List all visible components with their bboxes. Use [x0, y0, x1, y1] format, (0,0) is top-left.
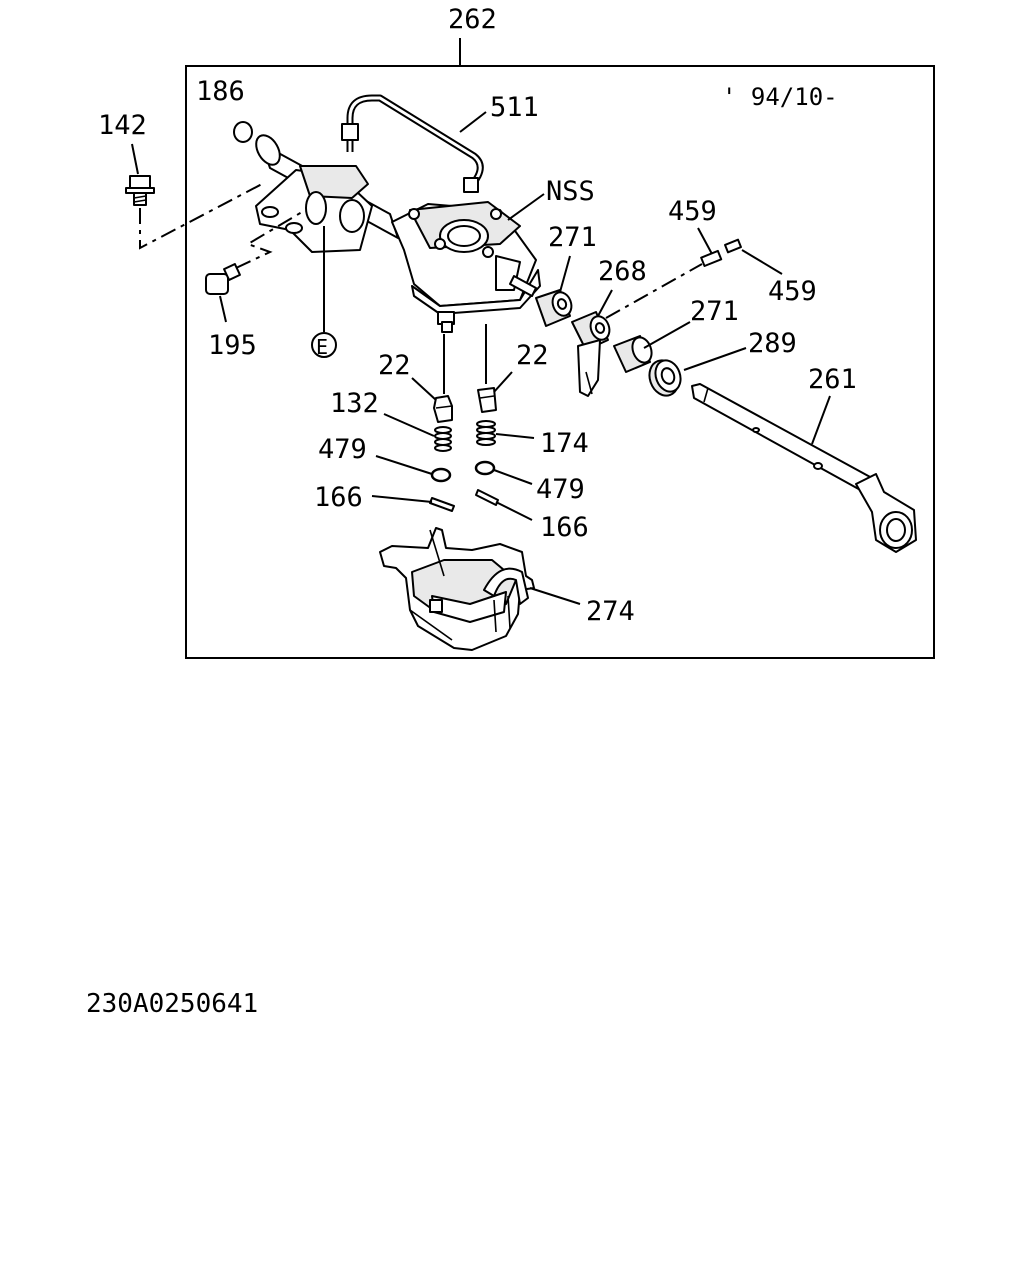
leader-261 [811, 395, 831, 445]
leader-166-left [371, 495, 433, 503]
spring-132 [434, 426, 452, 452]
callout-274: 274 [586, 596, 635, 627]
housing-nss [255, 134, 541, 333]
shaft-261 [691, 383, 917, 553]
pin-459-right [724, 238, 742, 254]
leader-459-right [741, 249, 783, 275]
leader-195 [219, 295, 227, 323]
plunger-22-right [477, 387, 497, 413]
assembly-line-459 [605, 263, 703, 319]
callout-479-left: 479 [318, 434, 367, 465]
o-ring-479-left [430, 467, 452, 483]
bolt-195 [205, 263, 241, 295]
callout-271-upper: 271 [548, 222, 597, 253]
leader-274 [529, 587, 581, 605]
callout-142: 142 [98, 110, 147, 141]
bush-271-upper [535, 289, 573, 327]
assembly-line-142 [139, 183, 263, 250]
callout-261: 261 [808, 364, 857, 395]
spring-174 [476, 420, 496, 446]
callout-459-left: 459 [668, 196, 717, 227]
circle-marker-e [311, 332, 337, 358]
leader-268 [597, 289, 613, 317]
callout-22-right: 22 [516, 340, 549, 371]
leader-511 [459, 111, 487, 133]
callout-22-left: 22 [378, 350, 411, 381]
document-code: 230A0250641 [86, 989, 258, 1019]
bolt-142 [125, 175, 155, 206]
assembly-label: 262 [448, 4, 497, 35]
leader-479-left [375, 455, 433, 475]
pipe-511 [341, 94, 484, 193]
o-ring-479-right [474, 460, 496, 476]
callout-511: 511 [490, 92, 539, 123]
pin-166-right [475, 489, 499, 506]
callout-195: 195 [208, 330, 257, 361]
bush-271-lower [613, 335, 653, 373]
cap-186 [233, 121, 253, 143]
callout-nss: NSS [546, 176, 595, 207]
pin-459-left [700, 249, 723, 268]
callout-268: 268 [598, 256, 647, 287]
effectivity-note: ' 94/10- [722, 83, 838, 111]
callout-271-lower: 271 [690, 296, 739, 327]
leader-271-upper [559, 255, 571, 293]
callout-166-right: 166 [540, 512, 589, 543]
assembly-frame [185, 65, 935, 659]
callout-186: 186 [196, 76, 245, 107]
circle-marker-label: E [316, 335, 328, 359]
seal-289 [648, 359, 682, 397]
leader-459-left [697, 227, 713, 255]
callout-174: 174 [540, 428, 589, 459]
callout-166-left: 166 [314, 482, 363, 513]
plunger-22-left [433, 395, 453, 423]
leader-142 [131, 143, 139, 175]
callout-289: 289 [748, 328, 797, 359]
lever-268 [571, 311, 611, 397]
callout-479-right: 479 [536, 474, 585, 505]
leader-166-right [495, 501, 533, 521]
callout-132: 132 [330, 388, 379, 419]
pin-166-left [429, 497, 455, 512]
callout-459-right: 459 [768, 276, 817, 307]
leader-nss [507, 193, 545, 221]
leader-132 [383, 413, 435, 437]
leader-479-right [493, 469, 533, 485]
boot-274 [379, 527, 535, 651]
leader-289 [683, 347, 747, 371]
leader-174 [495, 433, 535, 439]
leader-22-left [411, 377, 437, 401]
leader-271-lower [643, 321, 691, 349]
leader-22-right [493, 371, 513, 393]
